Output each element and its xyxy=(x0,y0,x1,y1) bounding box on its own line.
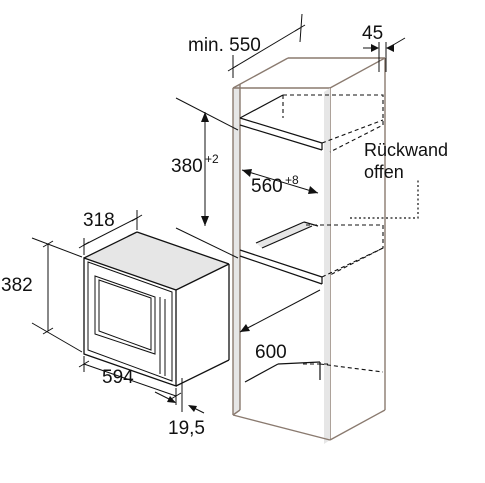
dimension-lines xyxy=(31,13,406,414)
label-front-offset: 19,5 xyxy=(168,418,205,439)
label-appliance-height: 382 xyxy=(1,275,33,296)
label-appliance-depth: 318 xyxy=(83,210,115,231)
label-niche-width-tolerance: +8 xyxy=(285,173,299,187)
label-back-wall-open: offen xyxy=(364,162,404,182)
label-appliance-width: 594 xyxy=(102,367,134,388)
hidden-lines xyxy=(282,94,384,373)
label-niche-height-tolerance: +2 xyxy=(205,152,219,166)
label-rear-gap: 45 xyxy=(362,23,383,44)
label-niche-width: 560 xyxy=(251,176,283,197)
appliance xyxy=(83,231,230,387)
tall-cabinet xyxy=(232,57,386,444)
label-niche-height: 380 xyxy=(171,156,203,177)
label-cabinet-min-depth: min. 550 xyxy=(188,35,261,56)
back-wall-leader xyxy=(350,180,419,219)
label-back-wall: Rückwand xyxy=(364,140,448,160)
label-niche-depth: 600 xyxy=(255,342,287,363)
